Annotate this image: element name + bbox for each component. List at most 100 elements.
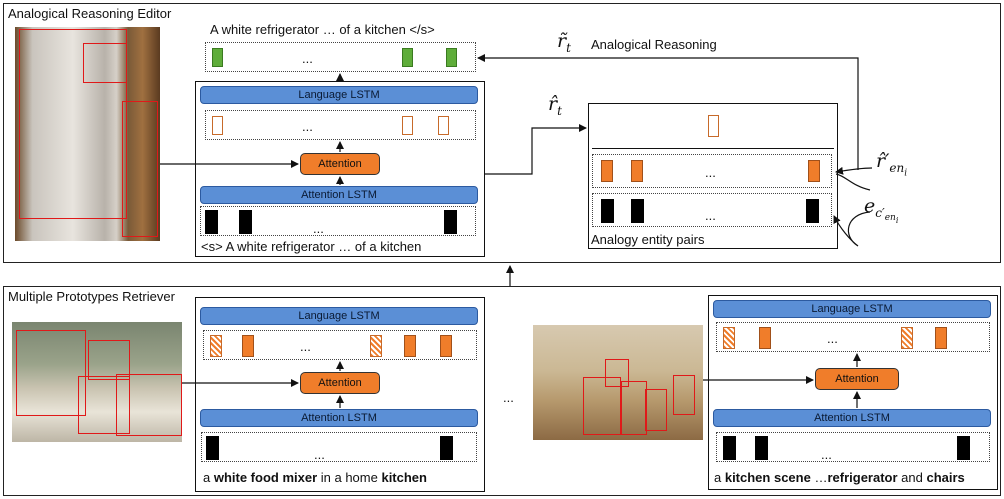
entity-embedding-row: ... [592, 193, 832, 227]
r-tilde-subscript: t [566, 40, 571, 55]
r-en-subscript: en [889, 160, 905, 175]
retriever-decoder-left [195, 297, 485, 492]
r-hat-t-label: r̂t [548, 93, 562, 118]
refrigerator-photo [15, 27, 160, 241]
top-panel-title: Analogical Reasoning Editor [8, 6, 172, 21]
arrow-r-en [835, 166, 873, 175]
language-lstm-block: Language LSTM [200, 307, 478, 325]
attention-block: Attention [815, 368, 899, 390]
entity-relation-cell [601, 160, 613, 182]
ellipsis: ... [821, 447, 832, 462]
r-tilde-t-label: r̃t [557, 30, 571, 55]
caption-word: a [203, 470, 214, 485]
divider-line [592, 148, 834, 149]
entity-embedding-cell [806, 199, 819, 223]
region-box [78, 376, 130, 434]
caption-keyword: white food mixer [213, 470, 318, 485]
region-box [16, 330, 86, 416]
input-word-cell [205, 210, 218, 234]
input-word-row: ... [716, 432, 990, 462]
language-lstm-block: Language LSTM [200, 86, 478, 104]
hidden-state-cell [901, 327, 913, 349]
region-box [605, 359, 629, 387]
output-word-cell [446, 48, 457, 67]
region-box [116, 374, 182, 436]
entity-relation-row: ... [592, 154, 832, 188]
region-box [88, 340, 130, 380]
input-word-cell [239, 210, 252, 234]
region-box [19, 29, 127, 219]
e-symbol: e [864, 195, 876, 217]
input-word-row: ... [201, 432, 477, 462]
hidden-state-cell [723, 327, 735, 349]
analogical-reasoning-editor-panel [3, 3, 1001, 263]
entity-relation-cell [808, 160, 820, 182]
input-word-cell [723, 436, 736, 460]
ellipsis: ... [302, 51, 313, 66]
ellipsis: ... [302, 119, 313, 134]
input-word-cell [444, 210, 457, 234]
hidden-state-cell [242, 335, 254, 357]
caption-keyword: kitchen [381, 470, 427, 485]
output-word-row: ... [205, 42, 476, 72]
hidden-state-row: ... [205, 110, 476, 140]
arrow-e [833, 211, 871, 247]
e-subscript: c′ [875, 205, 885, 220]
input-word-cell [957, 436, 970, 460]
region-box [83, 43, 127, 83]
attention-block: Attention [300, 372, 380, 394]
ellipsis: ... [314, 447, 325, 462]
analogical-reasoning-label: Analogical Reasoning [591, 37, 717, 52]
output-caption: A white refrigerator … of a kitchen </s> [210, 22, 435, 37]
kitchen-photo-right [533, 325, 703, 440]
hidden-state-row: ... [203, 330, 477, 360]
hidden-state-cell [759, 327, 771, 349]
r-hat-symbol: r̂ [548, 93, 558, 115]
hidden-state-cell [370, 335, 382, 357]
r-en-index: i [904, 168, 908, 179]
ellipsis: ... [827, 331, 838, 346]
arrow-r-hat [485, 124, 587, 175]
region-box [621, 381, 647, 435]
entity-relation-cell [631, 160, 643, 182]
hidden-state-cell [402, 116, 413, 135]
attention-lstm-block: Attention LSTM [200, 409, 478, 427]
hidden-state-row: ... [716, 322, 990, 352]
r-tilde-symbol: r̃ [557, 30, 567, 52]
region-box [673, 375, 695, 415]
arrow-analogical-reasoning [477, 54, 859, 170]
e-label: ec′eni [864, 195, 898, 225]
prototype-ellipsis: ... [503, 390, 514, 405]
caption-keyword: chairs [926, 470, 965, 485]
hidden-state-cell [212, 116, 223, 135]
r-en-label: r̂′eni [876, 150, 907, 178]
analogy-box-label: Analogy entity pairs [591, 232, 705, 247]
prototype-caption-left: a white food mixer in a home kitchen [203, 470, 427, 485]
arrow-r-en-curve [835, 173, 871, 191]
region-box [645, 389, 667, 431]
input-word-cell [206, 436, 219, 460]
e-subsubscript: en [884, 213, 896, 224]
edited-state-cell [708, 115, 719, 137]
hidden-state-cell [438, 116, 449, 135]
output-word-cell [212, 48, 223, 67]
input-word-cell [440, 436, 453, 460]
e-index: i [895, 215, 899, 225]
hidden-state-cell [210, 335, 222, 357]
attention-lstm-block: Attention LSTM [200, 186, 478, 204]
caption-keyword: refrigerator [827, 470, 898, 485]
caption-keyword: kitchen scene [724, 470, 811, 485]
hidden-state-cell [935, 327, 947, 349]
input-word-cell [755, 436, 768, 460]
ellipsis: ... [313, 221, 324, 236]
caption-word: and [897, 470, 927, 485]
language-lstm-block: Language LSTM [713, 300, 991, 318]
attention-lstm-block: Attention LSTM [713, 409, 991, 427]
ellipsis: ... [705, 208, 716, 223]
region-box [583, 377, 621, 435]
output-word-cell [402, 48, 413, 67]
bottom-panel-title: Multiple Prototypes Retriever [8, 289, 175, 304]
r-en-symbol: r̂′ [876, 150, 890, 172]
hidden-state-cell [440, 335, 452, 357]
